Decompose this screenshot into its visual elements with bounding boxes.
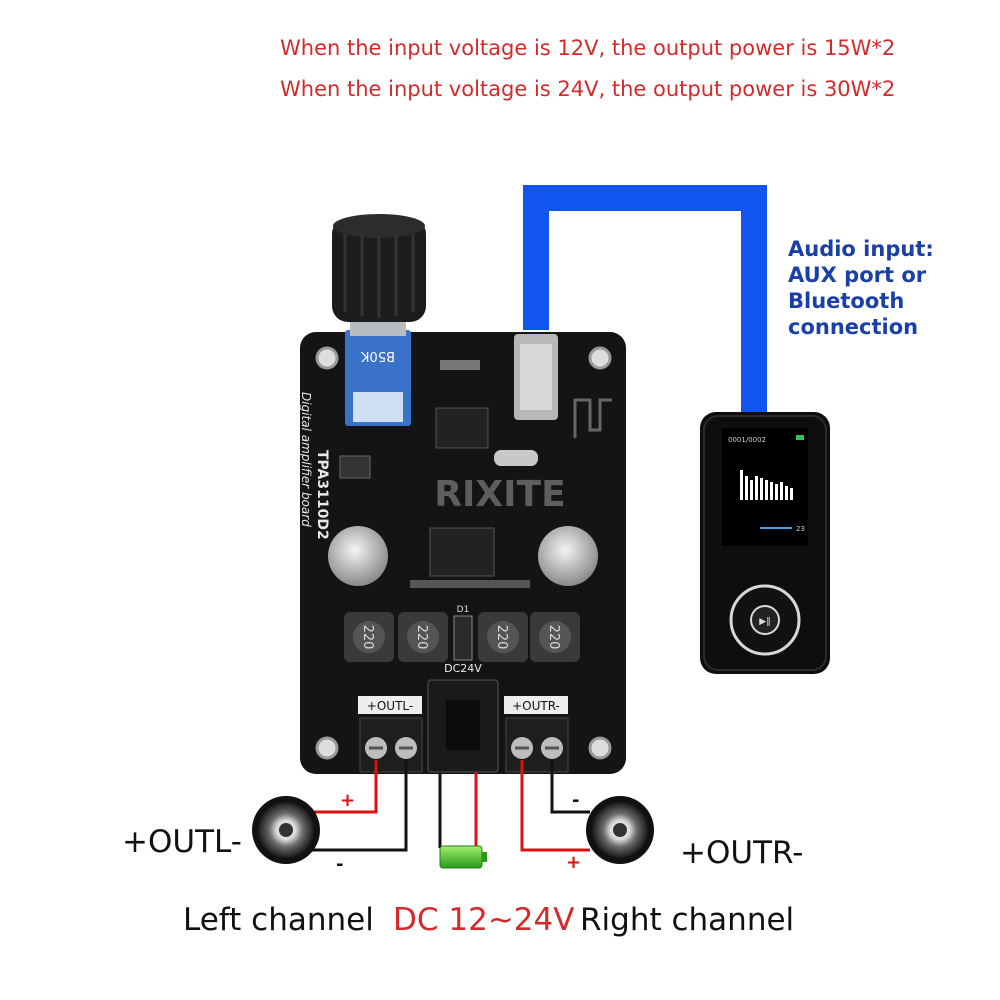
capacitor-left — [328, 526, 388, 586]
track-counter: 0001/0002 — [728, 436, 766, 444]
audio-input-line: AUX port or — [788, 263, 927, 287]
wires — [312, 760, 590, 852]
board-model: TPA3110D2 — [314, 450, 330, 540]
inductor: 220 — [398, 612, 448, 662]
mp3-player: 0001/0002 23 ▶‖ — [700, 412, 830, 674]
audio-input-line: Bluetooth — [788, 289, 905, 313]
left-plus-sign: + — [340, 790, 355, 811]
amplifier-board: B50K TPA3110D2 Digital amplifier board — [299, 214, 626, 774]
volume-knob[interactable] — [332, 214, 426, 322]
left-minus-sign: - — [336, 854, 343, 875]
inductor: 220 — [530, 612, 580, 662]
right-plus-sign: + — [566, 852, 581, 873]
svg-text:220: 220 — [494, 625, 509, 650]
mount-hole — [315, 346, 339, 370]
audio-input-label: Audio input: AUX port or Bluetooth conne… — [788, 236, 934, 340]
time-readout: 23 — [796, 525, 805, 533]
right-output-label: +OUTR- — [680, 835, 804, 871]
inductor: 220 — [478, 612, 528, 662]
audio-cable — [523, 185, 767, 412]
amplifier-ic — [429, 527, 495, 577]
left-screw-terminal[interactable] — [359, 717, 423, 773]
power-label: DC24V — [444, 662, 482, 675]
right-channel-label: Right channel — [580, 902, 795, 938]
spec-line-24v: When the input voltage is 24V, the outpu… — [280, 77, 896, 101]
bluetooth-antenna — [573, 398, 612, 438]
svg-text:▶‖: ▶‖ — [759, 617, 770, 627]
mount-hole — [315, 736, 339, 760]
mount-hole — [588, 346, 612, 370]
svg-text:220: 220 — [360, 625, 375, 650]
svg-text:220: 220 — [414, 625, 429, 650]
crystal — [494, 450, 538, 466]
right-minus-sign: - — [572, 790, 579, 811]
left-output-label: +OUTL- — [122, 824, 242, 860]
equalizer-bars — [740, 470, 793, 500]
svg-text:220: 220 — [546, 625, 561, 650]
pot-label: B50K — [361, 348, 395, 363]
right-speaker-icon — [586, 796, 654, 864]
dc-voltage-label: DC 12~24V — [393, 902, 575, 938]
left-speaker-icon — [252, 796, 320, 864]
audio-input-line: Audio input: — [788, 237, 934, 261]
left-terminal-label: +OUTL- — [367, 699, 413, 713]
audio-input-line: connection — [788, 315, 919, 339]
watermark: RIXITE — [434, 474, 565, 515]
chip-bt — [435, 407, 489, 449]
diode-label: D1 — [457, 605, 470, 615]
play-pause-button[interactable] — [750, 605, 780, 635]
right-screw-terminal[interactable] — [505, 717, 569, 773]
right-terminal-label: +OUTR- — [512, 699, 560, 713]
diode — [453, 615, 473, 661]
inductor: 220 — [344, 612, 394, 662]
battery-icon — [439, 845, 487, 869]
left-channel-label: Left channel — [183, 902, 374, 938]
spec-line-12v: When the input voltage is 12V, the outpu… — [280, 36, 896, 60]
capacitor-right — [538, 526, 598, 586]
mount-hole — [588, 736, 612, 760]
board-subtitle: Digital amplifier board — [299, 392, 313, 527]
